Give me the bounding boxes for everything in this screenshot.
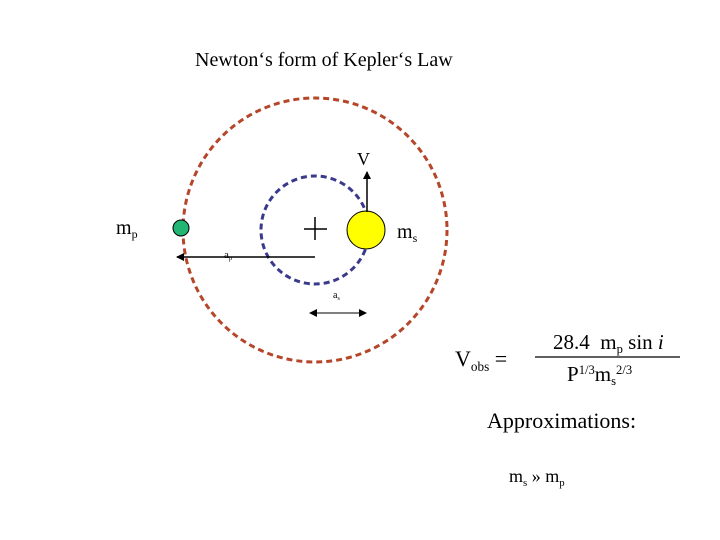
approximations-heading: Approximations:	[487, 408, 637, 433]
planet	[172, 219, 190, 237]
star-mass-label: ms	[397, 221, 418, 246]
star-semimajor-label: as	[333, 290, 340, 303]
center-of-mass-cross	[304, 217, 327, 240]
mass-approximation: ms » mp	[509, 466, 565, 489]
formula-denominator: P1/3ms2/3	[567, 362, 633, 389]
velocity-label: V	[357, 149, 370, 169]
page-title: Newton‘s form of Kepler‘s Law	[195, 49, 453, 71]
planet-mass-label: mp	[116, 217, 138, 242]
formula-lhs: Vobs =	[455, 346, 508, 374]
star	[346, 210, 386, 250]
formula-numerator: 28.4 mp sin i	[553, 330, 664, 357]
planet-semimajor-label: ap	[224, 249, 233, 263]
